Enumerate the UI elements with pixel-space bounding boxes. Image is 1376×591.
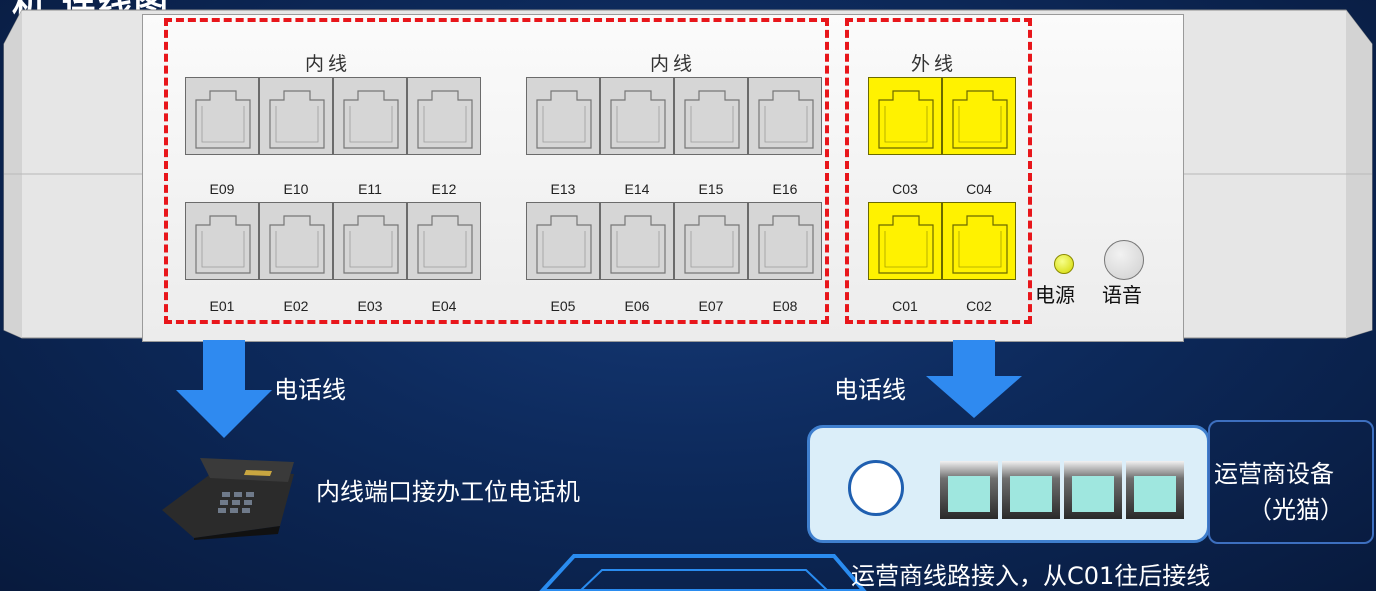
- rj11-jack-icon: [878, 215, 934, 274]
- port-e15[interactable]: [674, 77, 748, 155]
- rj11-jack-icon: [758, 90, 814, 149]
- port-label: C03: [892, 181, 918, 197]
- port-e02[interactable]: [259, 202, 333, 280]
- rj11-jack-icon: [610, 215, 666, 274]
- power-label: 电源: [1035, 283, 1075, 307]
- port-e08[interactable]: [748, 202, 822, 280]
- rj11-jack-icon: [343, 215, 399, 274]
- port-label: E05: [550, 298, 576, 314]
- port-e12[interactable]: [407, 77, 481, 155]
- port-label: E07: [698, 298, 724, 314]
- rj11-jack-icon: [536, 90, 592, 149]
- port-label: E13: [550, 181, 576, 197]
- port-e01[interactable]: [185, 202, 259, 280]
- voice-button[interactable]: [1104, 240, 1144, 280]
- port-label: E10: [283, 181, 309, 197]
- modem-port: [940, 461, 998, 519]
- port-e04[interactable]: [407, 202, 481, 280]
- port-label: E04: [431, 298, 457, 314]
- port-e16[interactable]: [748, 77, 822, 155]
- port-label: E15: [698, 181, 724, 197]
- port-e03[interactable]: [333, 202, 407, 280]
- modem-power-icon: [848, 460, 904, 516]
- port-label: E06: [624, 298, 650, 314]
- carrier-access-note: 运营商线路接入，从C01往后接线: [851, 562, 1211, 590]
- port-label: E16: [772, 181, 798, 197]
- port-label: E12: [431, 181, 457, 197]
- port-e09[interactable]: [185, 77, 259, 155]
- modem-port: [1126, 461, 1184, 519]
- port-e14[interactable]: [600, 77, 674, 155]
- right-down-arrow-icon: [926, 340, 1022, 418]
- rj11-jack-icon: [758, 215, 814, 274]
- port-c03[interactable]: [868, 77, 942, 155]
- modem-title: 运营商设备: [1214, 460, 1334, 488]
- port-label: E09: [209, 181, 235, 197]
- optical-modem: [807, 425, 1210, 543]
- rj11-jack-icon: [952, 90, 1008, 149]
- port-label: E01: [209, 298, 235, 314]
- modem-subtitle: （光猫）: [1248, 496, 1344, 524]
- port-label: E03: [357, 298, 383, 314]
- port-label: C02: [966, 298, 992, 314]
- modem-port: [1002, 461, 1060, 519]
- port-e07[interactable]: [674, 202, 748, 280]
- port-c02[interactable]: [942, 202, 1016, 280]
- port-label: E11: [358, 181, 382, 197]
- rj11-jack-icon: [952, 215, 1008, 274]
- rj11-jack-icon: [878, 90, 934, 149]
- rj11-jack-icon: [269, 90, 325, 149]
- left-down-arrow-icon: [176, 340, 272, 438]
- rj11-jack-icon: [684, 215, 740, 274]
- internal-group-label-left: 内线: [305, 53, 352, 75]
- port-e11[interactable]: [333, 77, 407, 155]
- voice-label: 语音: [1102, 283, 1142, 307]
- rj11-jack-icon: [417, 90, 473, 149]
- phone-description: 内线端口接办工位电话机: [316, 478, 580, 506]
- rj11-jack-icon: [343, 90, 399, 149]
- port-e10[interactable]: [259, 77, 333, 155]
- desk-phone-icon: [162, 458, 294, 540]
- power-led-icon: [1054, 254, 1074, 274]
- right-cable-label: 电话线: [834, 376, 906, 404]
- port-c04[interactable]: [942, 77, 1016, 155]
- port-label: C04: [966, 181, 992, 197]
- port-c01[interactable]: [868, 202, 942, 280]
- rj11-jack-icon: [610, 90, 666, 149]
- port-label: E02: [283, 298, 309, 314]
- modem-label-box: [1208, 420, 1374, 544]
- rj11-jack-icon: [536, 215, 592, 274]
- rj11-jack-icon: [684, 90, 740, 149]
- rj11-jack-icon: [195, 90, 251, 149]
- external-group-label: 外线: [911, 53, 958, 75]
- port-label: C01: [892, 298, 918, 314]
- rj11-jack-icon: [417, 215, 473, 274]
- internal-group-label-right: 内线: [650, 53, 697, 75]
- modem-port: [1064, 461, 1122, 519]
- port-e06[interactable]: [600, 202, 674, 280]
- port-e05[interactable]: [526, 202, 600, 280]
- left-cable-label: 电话线: [274, 376, 346, 404]
- pbx-front-panel: [142, 14, 1184, 342]
- external-ports-highlight: [845, 18, 1032, 324]
- internal-ports-highlight: [164, 18, 829, 324]
- rj11-jack-icon: [195, 215, 251, 274]
- port-label: E08: [772, 298, 798, 314]
- rj11-jack-icon: [269, 215, 325, 274]
- port-e13[interactable]: [526, 77, 600, 155]
- port-label: E14: [624, 181, 650, 197]
